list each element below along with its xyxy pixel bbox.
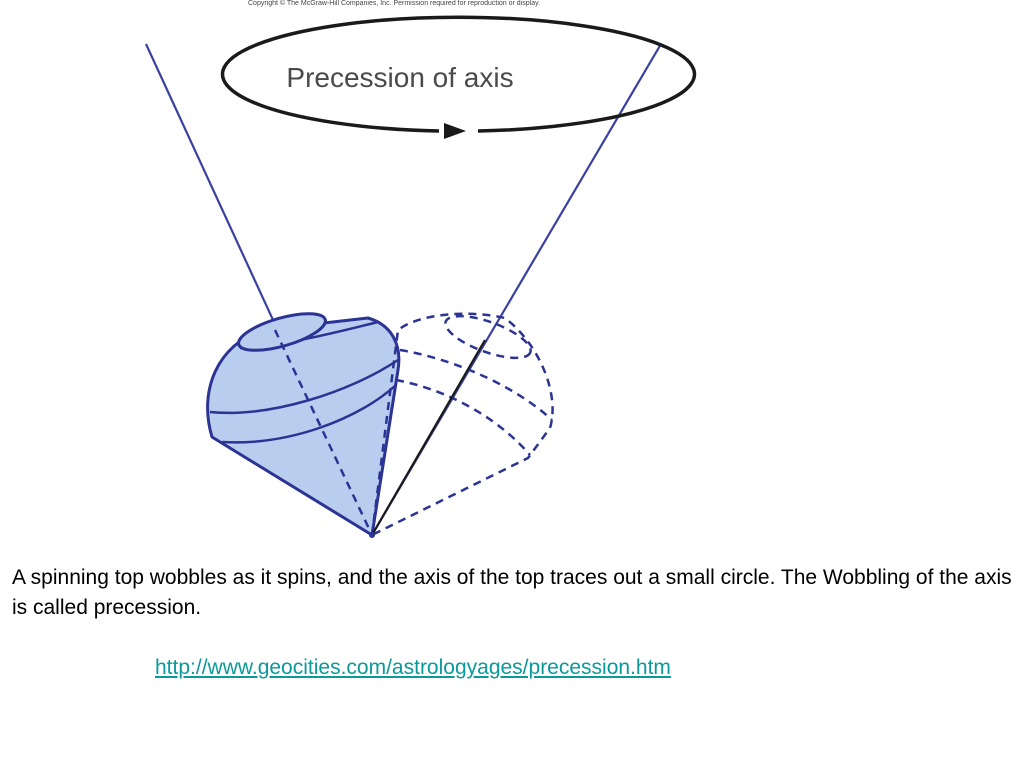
top-axis-dashed — [273, 329, 374, 536]
precession-diagram: Precession of axis — [145, 15, 697, 538]
source-link[interactable]: http://www.geocities.com/astrologyages/p… — [155, 656, 671, 679]
precession-arrowhead — [444, 123, 466, 139]
dashed-top-band-lower — [395, 378, 531, 456]
spinning-top-dashed — [370, 312, 554, 537]
dashed-top-knob — [444, 314, 532, 360]
top-body — [206, 316, 401, 537]
dashed-top-body — [370, 312, 554, 537]
precession-ellipse — [220, 15, 697, 133]
caption-text: A spinning top wobbles as it spins, and … — [12, 566, 1012, 619]
copyright-notice: Copyright © The McGraw-Hill Companies, I… — [248, 0, 541, 7]
precessed-axis-line — [371, 339, 486, 536]
pivot-point — [369, 532, 375, 538]
dashed-top-band-upper — [399, 348, 553, 421]
figure-label: Precession of axis — [286, 62, 513, 93]
top-knob — [237, 312, 327, 352]
top-band-lower — [221, 384, 397, 444]
spinning-top-solid — [206, 312, 401, 537]
